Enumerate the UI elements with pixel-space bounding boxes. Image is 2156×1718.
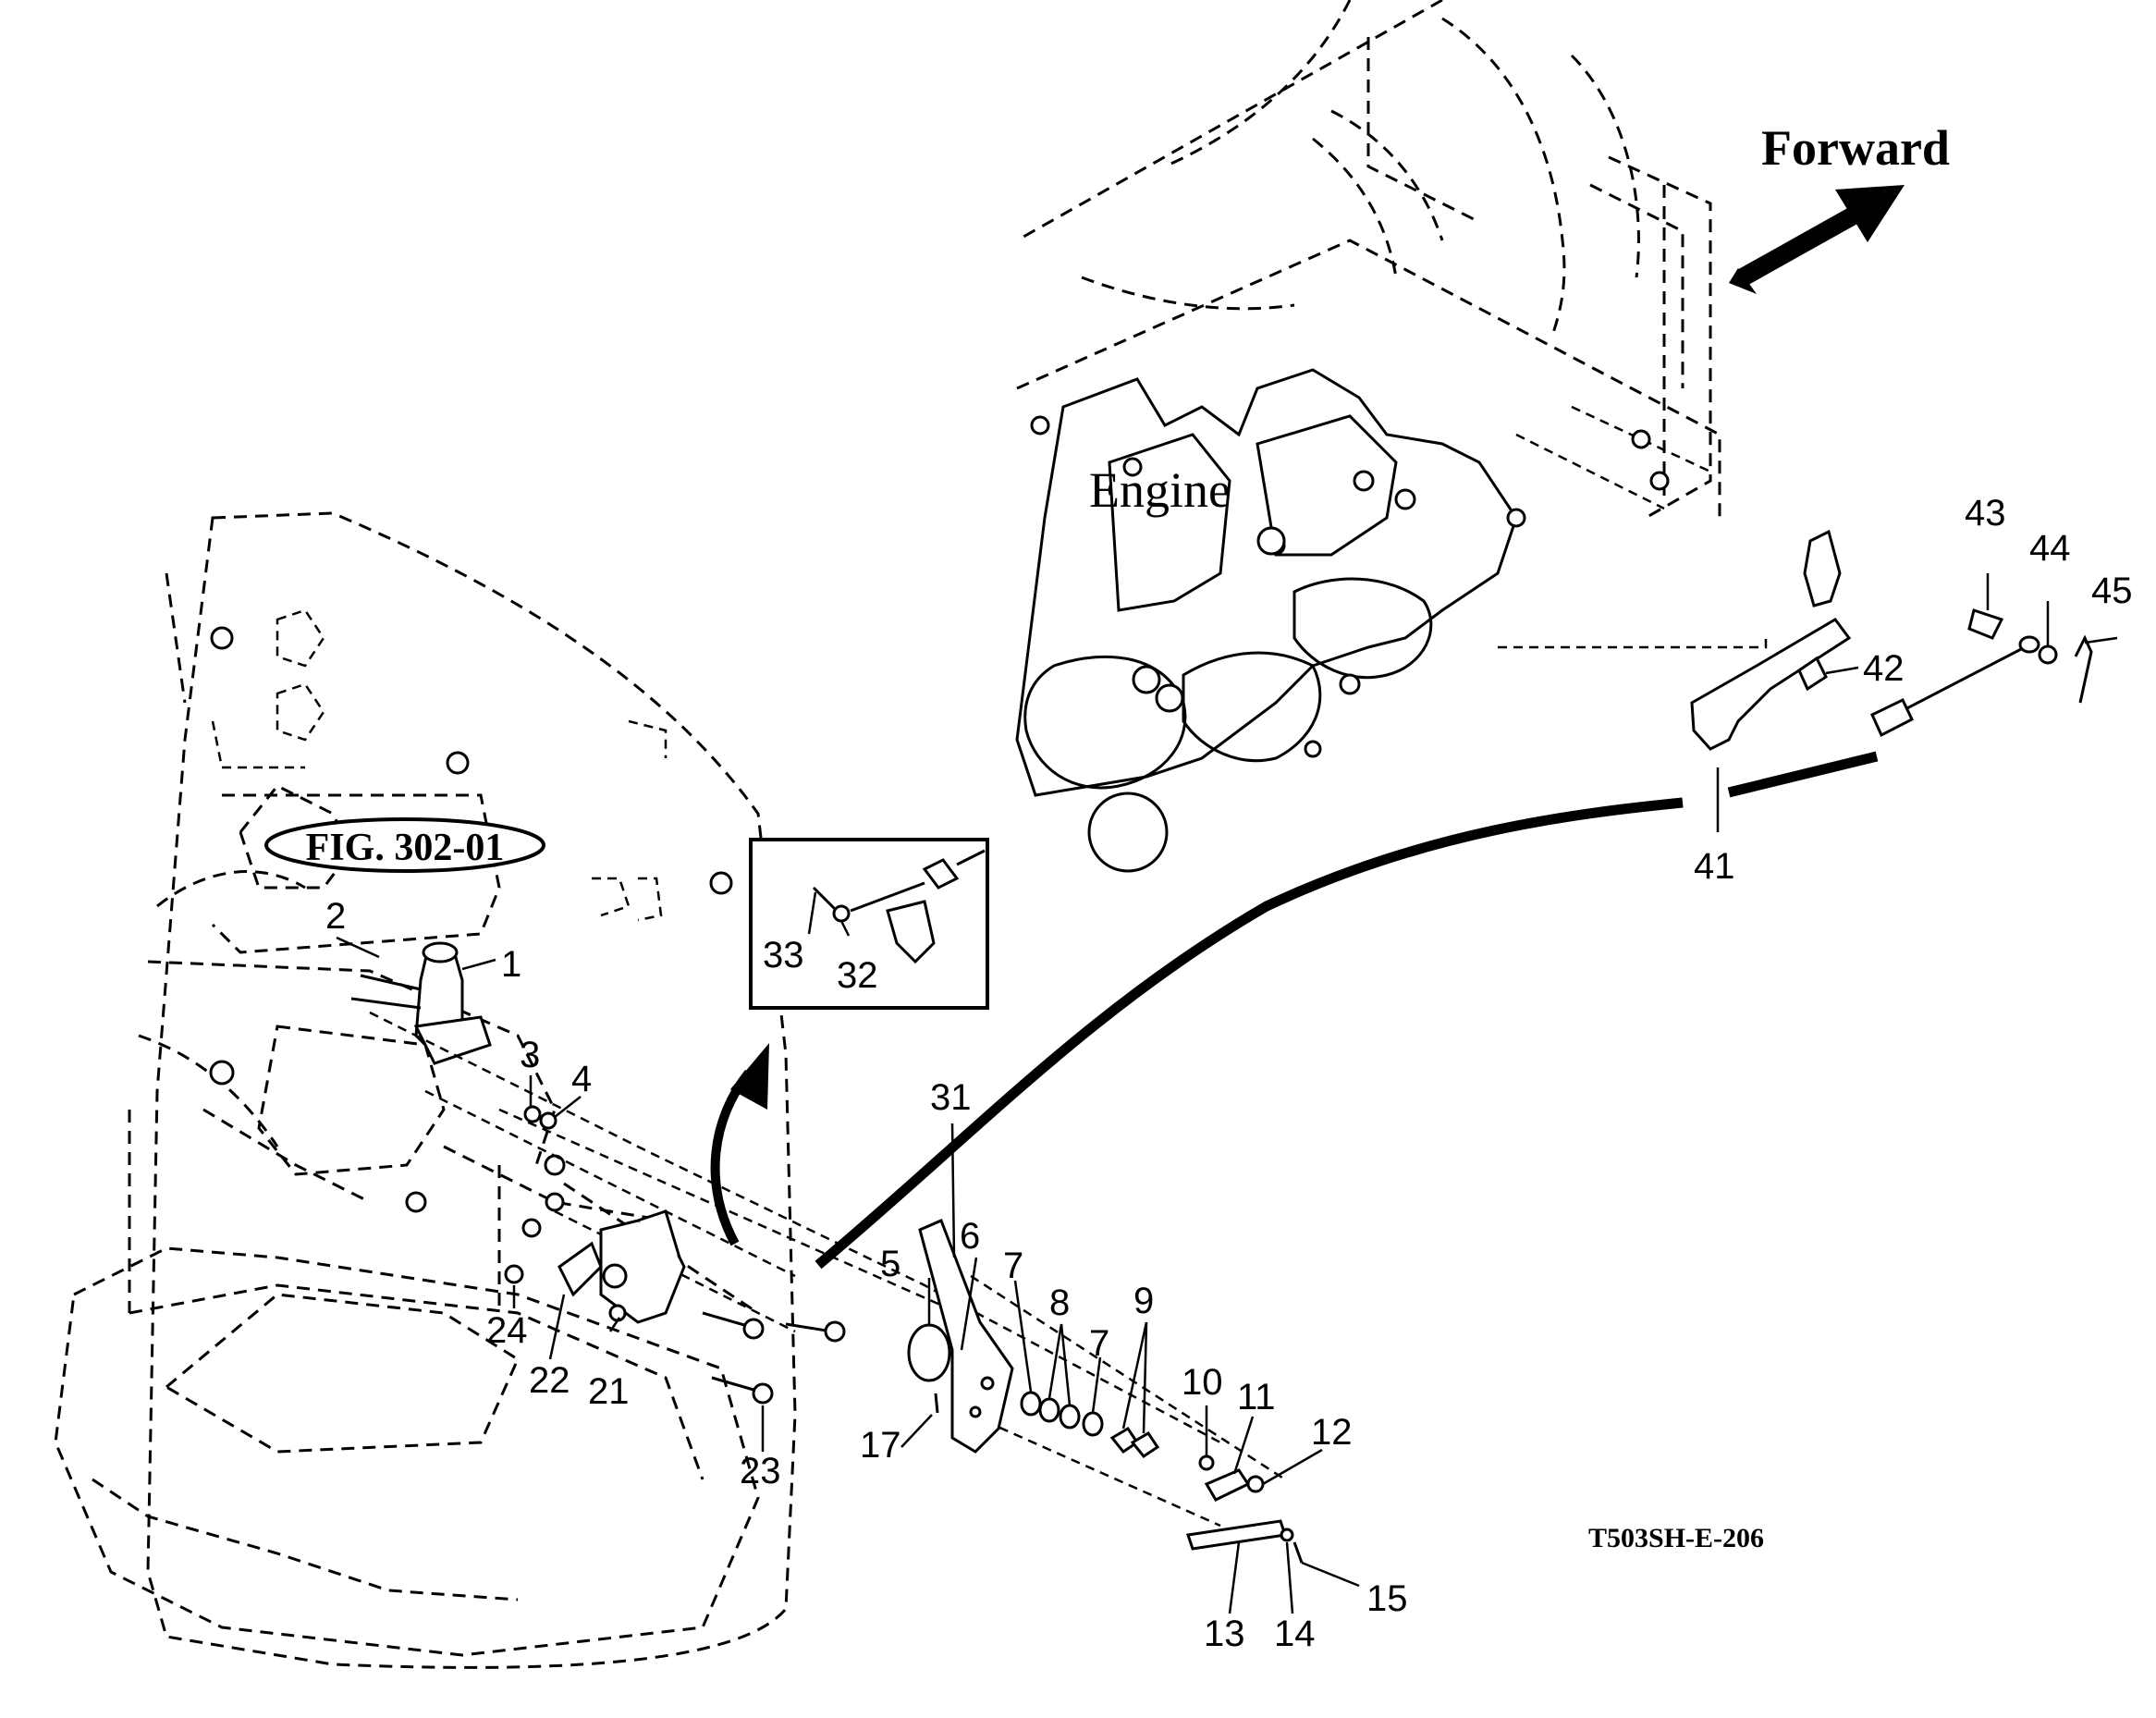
callout-4: 4 (571, 1059, 592, 1099)
washers-7-8 (1020, 1391, 1104, 1437)
callout-7a: 7 (1003, 1246, 1023, 1286)
part-17-pin (934, 1393, 939, 1414)
callout-41: 41 (1694, 846, 1735, 887)
callout-33: 33 (763, 935, 804, 976)
bolt-head-upper (521, 1218, 542, 1238)
detail-pointer-arrowhead (730, 1043, 769, 1110)
engine-label: Engine (1089, 462, 1231, 518)
part-22-bracket (557, 1241, 603, 1297)
callout-5: 5 (880, 1244, 900, 1284)
part-31-cable-end (1727, 751, 1879, 798)
forward-label: Forward (1761, 120, 1950, 176)
callout-14: 14 (1274, 1614, 1316, 1654)
callout-24: 24 (486, 1310, 528, 1351)
engine-outline (1015, 0, 1721, 873)
callout-11: 11 (1237, 1377, 1276, 1417)
callout-6: 6 (960, 1216, 980, 1257)
callout-2: 2 (325, 896, 346, 937)
callout-22: 22 (529, 1360, 570, 1401)
callout-45: 45 (2091, 571, 2133, 611)
cable-rod-end (1870, 635, 2040, 738)
part-41-bracket (1690, 618, 1852, 751)
part-44-washer (2038, 644, 2058, 665)
figure-reference-label: FIG. 302-01 (306, 827, 505, 869)
callout-42: 42 (1863, 648, 1905, 689)
part-1-valve (350, 941, 492, 1065)
part-5-disc (907, 1323, 951, 1382)
callout-9: 9 (1133, 1281, 1154, 1321)
callout-15: 15 (1366, 1578, 1408, 1619)
callout-13: 13 (1204, 1614, 1245, 1654)
detail-inset (749, 838, 989, 1010)
linkage-plate (1803, 529, 1842, 607)
callout-43: 43 (1965, 493, 2006, 534)
callout-31: 31 (930, 1077, 972, 1118)
callout-1: 1 (501, 944, 521, 985)
callout-23: 23 (740, 1451, 781, 1491)
part-13-rod (1186, 1519, 1287, 1551)
part-43-pin (1967, 608, 2004, 640)
part-11-link (1204, 1468, 1251, 1502)
nuts-9 (1109, 1426, 1160, 1459)
forward-arrow (1729, 185, 1905, 294)
callout-12: 12 (1311, 1412, 1353, 1453)
part-31-cable (815, 797, 1684, 1270)
part-45-clip (2074, 634, 2093, 704)
part-15-clip (1292, 1541, 1304, 1564)
drawing-code: T503SH-E-206 (1588, 1523, 1764, 1553)
figure-reference-ellipse (264, 817, 545, 873)
bolt-head-mid (545, 1192, 565, 1212)
callout-10: 10 (1182, 1362, 1223, 1403)
leader-lines (336, 573, 2118, 1614)
callout-21: 21 (588, 1371, 630, 1412)
transmission-housing (54, 511, 797, 1669)
part-12-nut (1246, 1475, 1265, 1493)
callout-44: 44 (2029, 528, 2071, 569)
callout-32: 32 (837, 955, 878, 996)
part-21-actuator (599, 1209, 686, 1324)
callout-8: 8 (1049, 1282, 1070, 1323)
part-10-nut (1198, 1454, 1215, 1471)
part-3-4-nuts (523, 1105, 557, 1130)
part-24-nut (504, 1264, 524, 1284)
part-14-washer (1280, 1528, 1294, 1542)
callout-17: 17 (860, 1425, 901, 1466)
part-23-bolts (702, 1311, 846, 1405)
part-42-bolt (1797, 656, 1828, 692)
callout-7b: 7 (1089, 1323, 1109, 1364)
callout-3: 3 (520, 1035, 540, 1075)
